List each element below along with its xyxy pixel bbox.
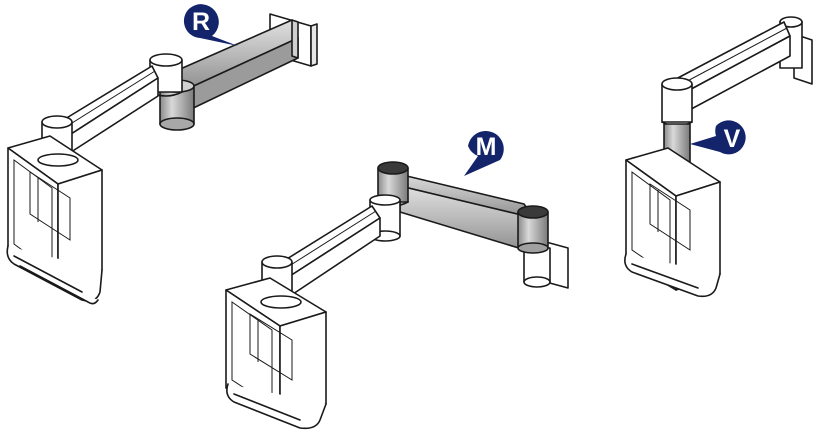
front-arm-center <box>281 205 381 297</box>
callout-r: R <box>183 4 238 46</box>
rear-arm-r <box>177 19 299 113</box>
callout-v-label: V <box>724 125 741 153</box>
wall-plate-center <box>523 241 569 289</box>
callout-m-label: M <box>476 133 497 161</box>
callout-m: M <box>464 131 504 176</box>
elbow-cylinder-right <box>661 77 693 127</box>
assembly-center-m <box>225 161 569 430</box>
assembly-left-r <box>6 13 318 305</box>
callout-r-label: R <box>192 8 210 36</box>
keyboard-tray-right <box>624 253 721 298</box>
keyboard-tray-left <box>6 245 103 305</box>
joint-cylinder-center-right <box>517 205 549 254</box>
callout-v: V <box>690 120 746 155</box>
assembly-right-v <box>624 16 813 298</box>
keyboard-tray-center <box>226 383 327 430</box>
middle-arm-m <box>389 171 535 253</box>
front-arm-left <box>59 65 159 155</box>
